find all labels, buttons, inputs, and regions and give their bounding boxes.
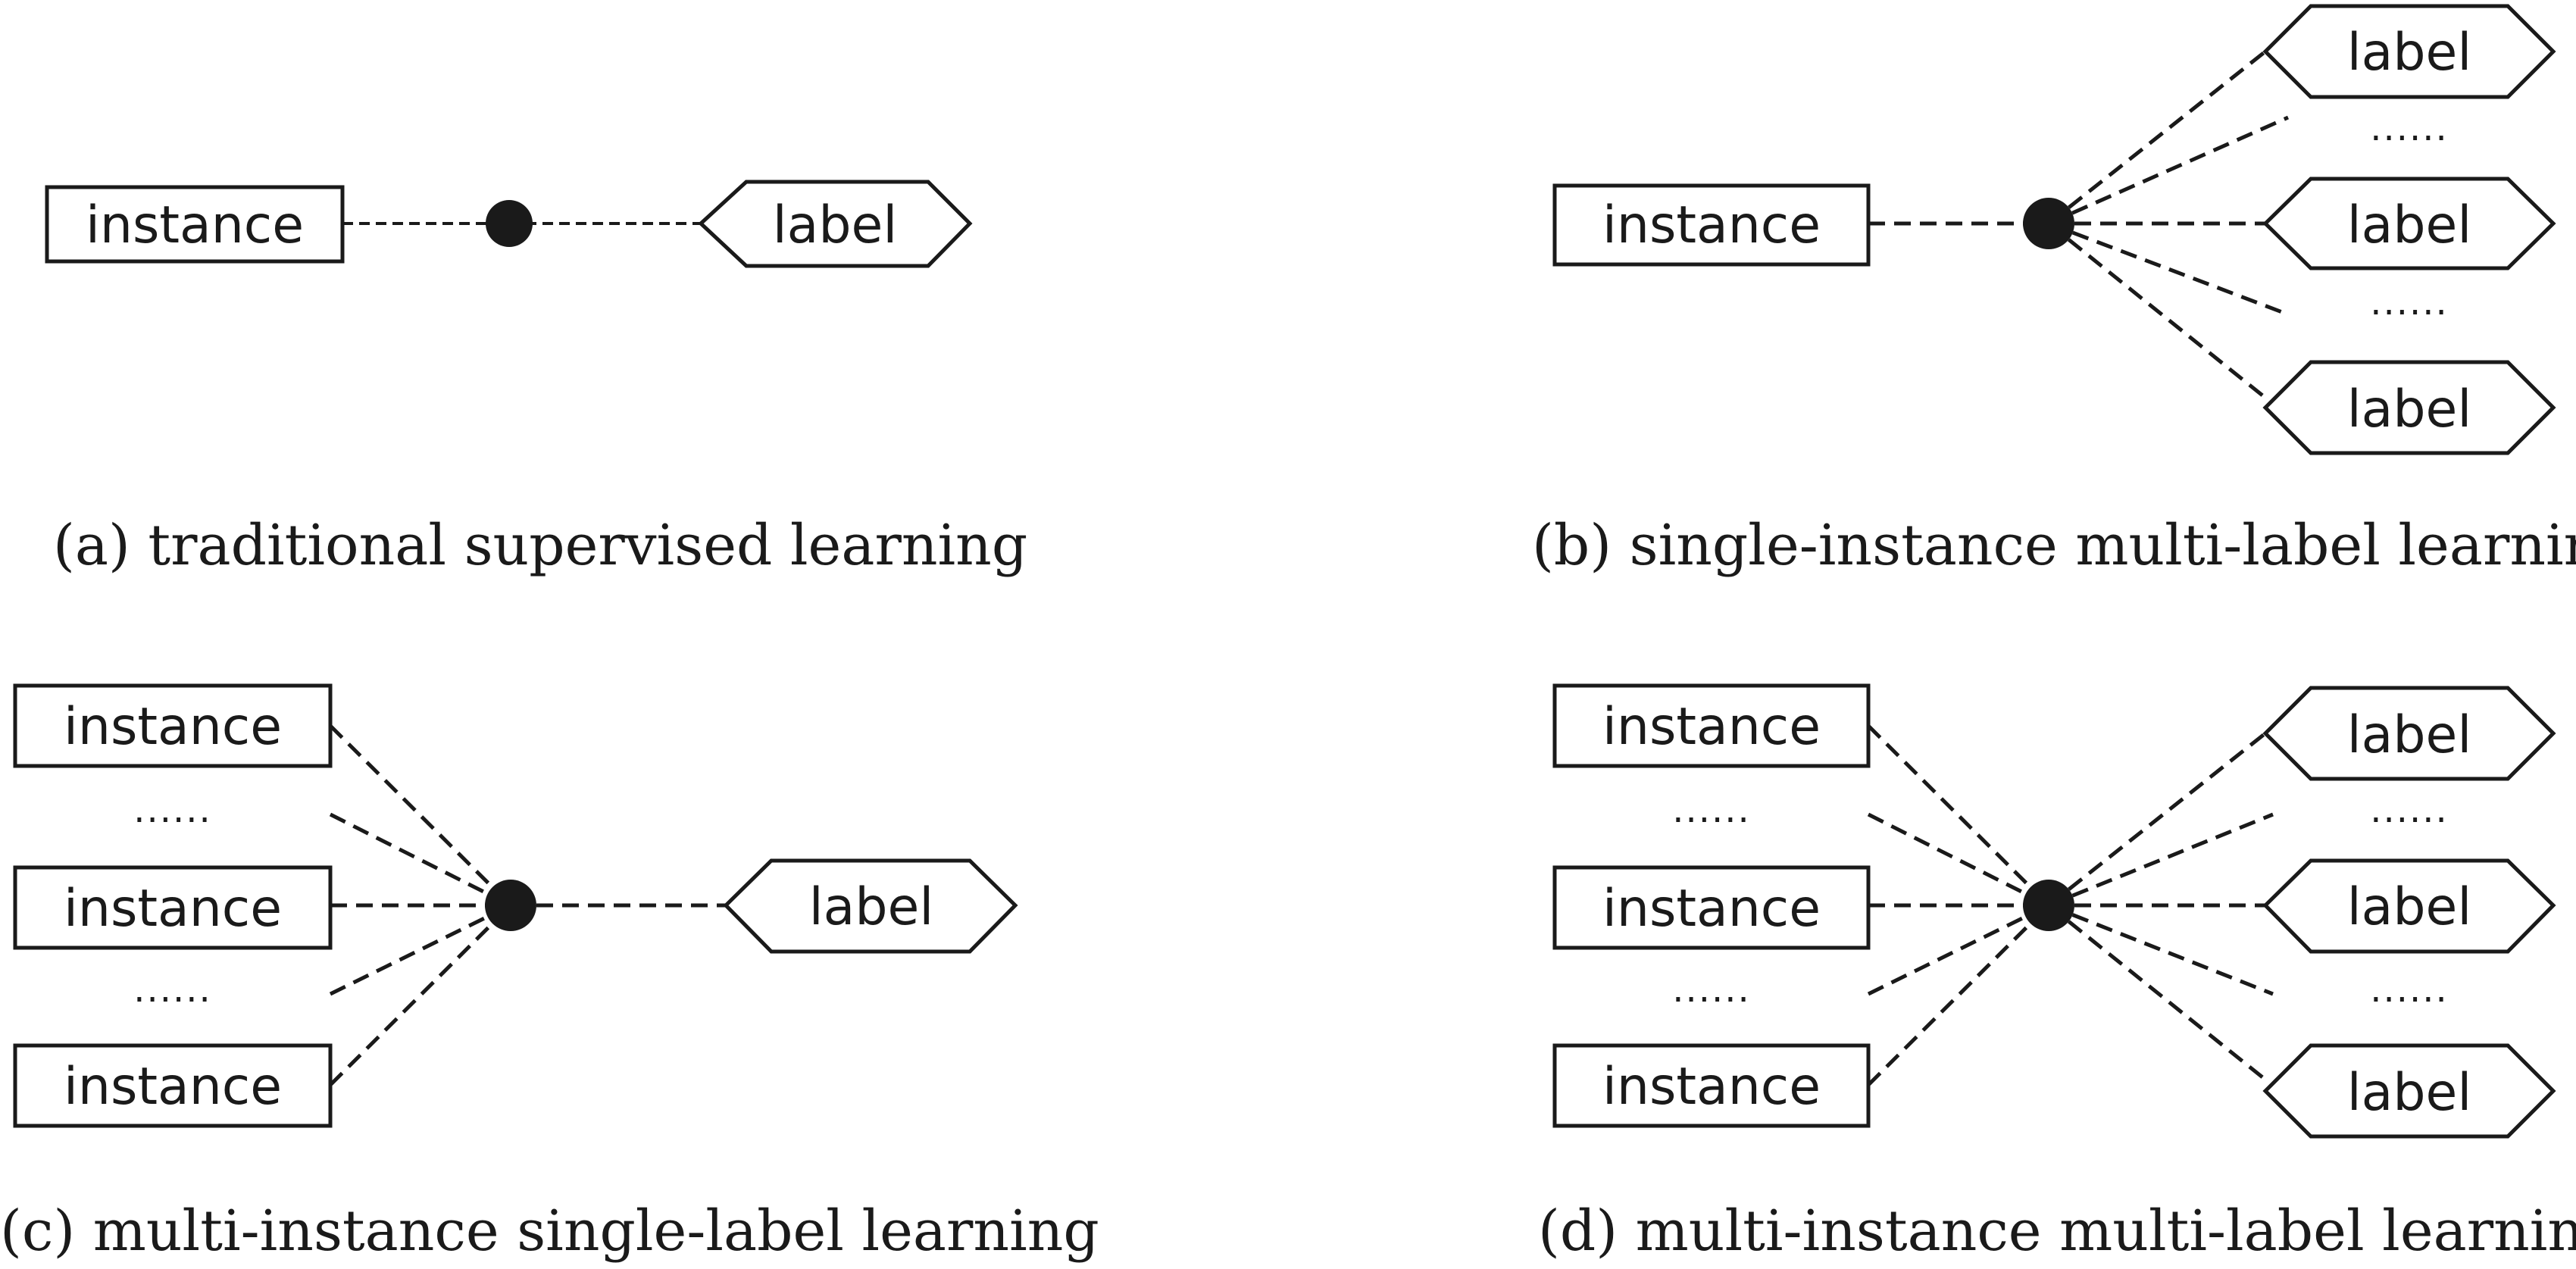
instance-text: instance	[1602, 697, 1821, 757]
mapping-node	[2023, 880, 2074, 931]
ellipsis: ......	[1672, 789, 1751, 831]
label-text: label	[2347, 380, 2471, 439]
label-text: label	[809, 877, 933, 937]
instance-text: instance	[1602, 1057, 1821, 1117]
instance-box: instance	[13, 865, 333, 950]
instance-text: instance	[1602, 879, 1821, 939]
edge-c-ellipsis-1	[329, 812, 512, 908]
edge-b-label-1	[2047, 50, 2267, 225]
mapping-node	[485, 880, 536, 931]
caption-c: (c) multi-instance single-label learning	[0, 1199, 1099, 1264]
instance-box: instance	[13, 683, 333, 768]
label-text: label	[2347, 195, 2471, 255]
label-tag: label	[2262, 4, 2556, 99]
ellipsis: ......	[133, 789, 212, 831]
edge-b-label-3	[2047, 222, 2267, 399]
panel-d: instance ...... instance ...... instance…	[1552, 683, 2556, 1139]
ellipsis: ......	[2370, 968, 2449, 1011]
label-tag: label	[698, 180, 973, 268]
caption-b: (b) single-instance multi-label learning	[1532, 513, 2576, 578]
label-text: label	[2347, 23, 2471, 83]
panel-b: instance label ...... label ...... label	[1552, 4, 2556, 455]
edge-d-ellipsis-1	[1867, 812, 2050, 908]
edge-b-ellipsis-1	[2047, 115, 2290, 226]
instance-box: instance	[45, 185, 345, 264]
panel-a: instance label	[45, 180, 973, 268]
label-tag: label	[2262, 858, 2556, 954]
instance-text: instance	[64, 879, 282, 939]
ellipsis: ......	[2370, 281, 2449, 324]
edge-d-ellipsis-4	[2048, 903, 2274, 996]
instance-text: instance	[1602, 195, 1821, 255]
ellipsis: ......	[2370, 107, 2449, 149]
ellipsis: ......	[1672, 968, 1751, 1011]
edge-d-instance-3	[1867, 904, 2050, 1086]
edge-d-label-1	[2047, 732, 2267, 907]
mapping-node	[2023, 198, 2074, 249]
instance-text: instance	[64, 1057, 282, 1117]
edge-d-instance-1	[1867, 724, 2050, 907]
label-tag: label	[2262, 686, 2556, 781]
edge-d-label-3	[2047, 904, 2267, 1081]
label-tag: label	[2262, 177, 2556, 270]
edge-c-instance-1	[329, 724, 512, 907]
instance-box: instance	[1552, 683, 1871, 768]
edge-b-ellipsis-2	[2048, 221, 2289, 317]
instance-text: instance	[86, 195, 304, 255]
label-text: label	[2347, 877, 2471, 937]
label-text: label	[2347, 1063, 2471, 1123]
edge-c-instance-3	[329, 904, 512, 1086]
mapping-node	[486, 200, 533, 247]
instance-box: instance	[13, 1043, 333, 1128]
edge-d-ellipsis-3	[2048, 812, 2274, 908]
instance-text: instance	[64, 697, 282, 757]
label-text: label	[2347, 705, 2471, 765]
instance-box: instance	[1552, 1043, 1871, 1128]
ellipsis: ......	[133, 968, 212, 1011]
label-tag: label	[723, 858, 1018, 954]
label-tag: label	[2262, 1043, 2556, 1139]
label-text: label	[773, 195, 897, 255]
instance-box: instance	[1552, 865, 1871, 950]
edge-c-ellipsis-2	[329, 903, 512, 996]
caption-d: (d) multi-instance multi-label learning	[1538, 1199, 2576, 1264]
ellipsis: ......	[2370, 789, 2449, 831]
label-tag: label	[2262, 360, 2556, 455]
edge-d-ellipsis-2	[1867, 903, 2050, 996]
caption-a: (a) traditional supervised learning	[53, 513, 1027, 578]
panel-c: instance ...... instance ...... instance…	[13, 683, 1018, 1128]
instance-box: instance	[1552, 183, 1871, 267]
